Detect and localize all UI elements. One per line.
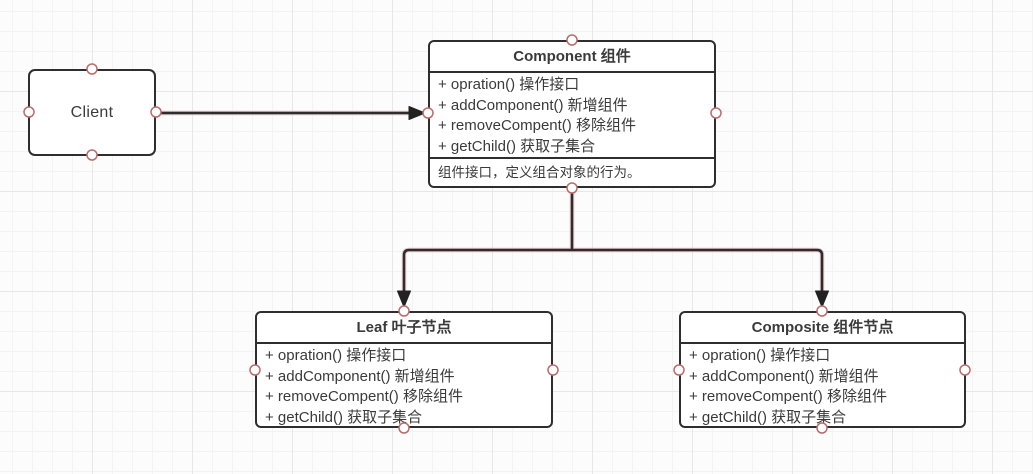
arrowhead-down-icon xyxy=(397,290,411,308)
method-line: + removeCompent() 移除组件 xyxy=(438,117,636,134)
method-line: + getChild() 获取子集合 xyxy=(438,137,596,155)
node-client[interactable]: Client xyxy=(28,69,156,156)
method-line: + opration() 操作接口 xyxy=(265,347,407,364)
method-line: + opration() 操作接口 xyxy=(689,347,831,364)
connector-client-component[interactable] xyxy=(157,106,426,120)
method-line: + getChild() 获取子集合 xyxy=(265,408,423,426)
method-line: + addComponent() 新增组件 xyxy=(265,367,455,385)
node-component-methods: + opration() 操作接口 + addComponent() 新增组件 … xyxy=(430,73,714,157)
node-leaf[interactable]: Leaf 叶子节点 + opration() 操作接口 + addCompone… xyxy=(255,311,553,428)
node-leaf-title: Leaf 叶子节点 xyxy=(257,313,551,344)
method-line: + addComponent() 新增组件 xyxy=(438,96,628,114)
node-component[interactable]: Component 组件 + opration() 操作接口 + addComp… xyxy=(428,40,716,188)
node-leaf-methods: + opration() 操作接口 + addComponent() 新增组件 … xyxy=(257,344,551,426)
method-line: + getChild() 获取子集合 xyxy=(689,408,847,426)
node-client-label: Client xyxy=(70,103,114,121)
connector-component-children[interactable] xyxy=(397,189,829,308)
node-component-title: Component 组件 xyxy=(430,42,714,73)
arrowhead-right-icon xyxy=(408,106,426,120)
node-composite-title: Composite 组件节点 xyxy=(681,313,964,344)
node-component-note: 组件接口，定义组合对象的行为。 xyxy=(430,157,714,186)
method-line: + addComponent() 新增组件 xyxy=(689,367,879,385)
node-composite-methods: + opration() 操作接口 + addComponent() 新增组件 … xyxy=(681,344,964,426)
node-composite[interactable]: Composite 组件节点 + opration() 操作接口 + addCo… xyxy=(679,311,966,428)
method-line: + opration() 操作接口 xyxy=(438,76,580,93)
method-line: + removeCompent() 移除组件 xyxy=(265,388,463,405)
method-line: + removeCompent() 移除组件 xyxy=(689,388,887,405)
arrowhead-down-icon xyxy=(815,290,829,308)
